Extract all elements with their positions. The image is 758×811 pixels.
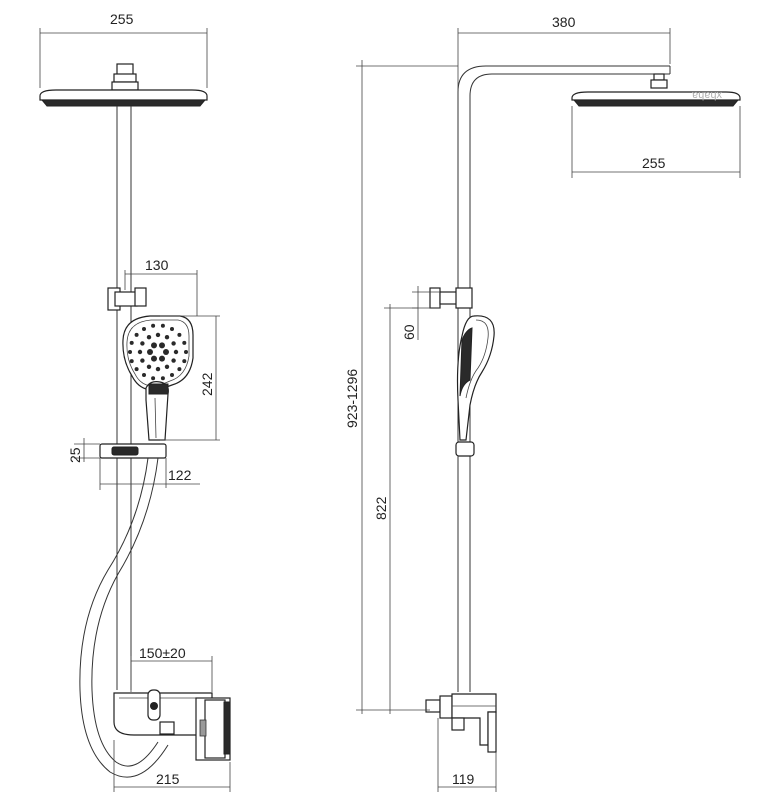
spray-nozzle [177,367,182,372]
front-hose [79,457,169,778]
spray-nozzle [170,327,174,331]
spray-nozzle [151,355,157,362]
spray-nozzle [184,350,188,354]
spray-nozzle [155,332,161,338]
front-holder [99,443,167,459]
spray-nozzle [151,342,157,349]
side-view: 380 255 923-1296 60 822 119 ɐɥɐɥx [344,14,741,792]
spray-nozzle [164,335,170,340]
dim-handshower-height: 242 [199,372,215,396]
spray-nozzle [170,373,174,377]
spray-nozzle [151,376,156,381]
side-shower-head [571,73,741,107]
spray-nozzle [129,359,134,364]
front-view: 255 130 242 25 122 150±20 215 [39,11,231,792]
spray-nozzle [140,341,145,346]
spray-nozzle [182,340,187,345]
spray-nozzle [142,327,146,331]
front-slide-bracket [107,287,147,311]
spray-nozzle [160,376,165,381]
spray-nozzle [159,355,165,362]
spray-nozzle [159,342,165,349]
spray-nozzle [128,350,132,354]
spray-nozzle [134,367,139,372]
dim-mixer-width: 215 [156,771,180,787]
spray-nozzle [164,364,170,369]
spray-nozzle [146,335,152,340]
dim-spout-offset: 150±20 [139,645,186,661]
dim-mixer-height: 822 [373,496,389,520]
spray-nozzle [129,340,134,345]
spray-nozzle [140,358,145,363]
spray-nozzle [146,364,152,369]
dim-handshower-offset: 130 [145,257,169,273]
front-mixer [113,689,231,761]
spray-nozzle [151,323,156,328]
spray-nozzle [171,341,176,346]
spray-nozzle [173,349,179,355]
dim-head-width-front: 255 [110,11,134,27]
spray-nozzle [155,366,161,372]
dim-mixer-depth: 119 [452,771,475,787]
spray-nozzle [147,349,153,355]
side-wall-bracket [429,287,473,309]
dim-holder-height: 25 [67,447,83,463]
spray-nozzle [177,332,182,337]
front-dimensions [39,28,231,792]
dim-bracket-height: 60 [401,324,417,340]
spray-nozzle [137,349,143,355]
spray-nozzle [142,373,146,377]
spray-nozzle [182,359,187,364]
spray-nozzle [163,349,169,355]
spray-nozzle [160,323,165,328]
dim-head-width-side: 255 [642,155,666,171]
front-riser-pipe [116,106,132,690]
dim-arm-reach: 380 [552,14,576,30]
front-hand-shower [122,315,194,441]
side-riser-arm [457,65,671,692]
dim-holder-width: 122 [168,467,192,483]
spray-nozzles [128,323,188,381]
side-mixer [425,693,497,753]
watermark: ɐɥɐɥx [692,89,722,101]
side-dimensions [356,28,741,792]
front-shower-head [39,63,208,107]
spray-nozzle [171,358,176,363]
dim-total-height: 923-1296 [344,369,360,428]
side-hand-shower [455,315,495,457]
spray-nozzle [134,332,139,337]
